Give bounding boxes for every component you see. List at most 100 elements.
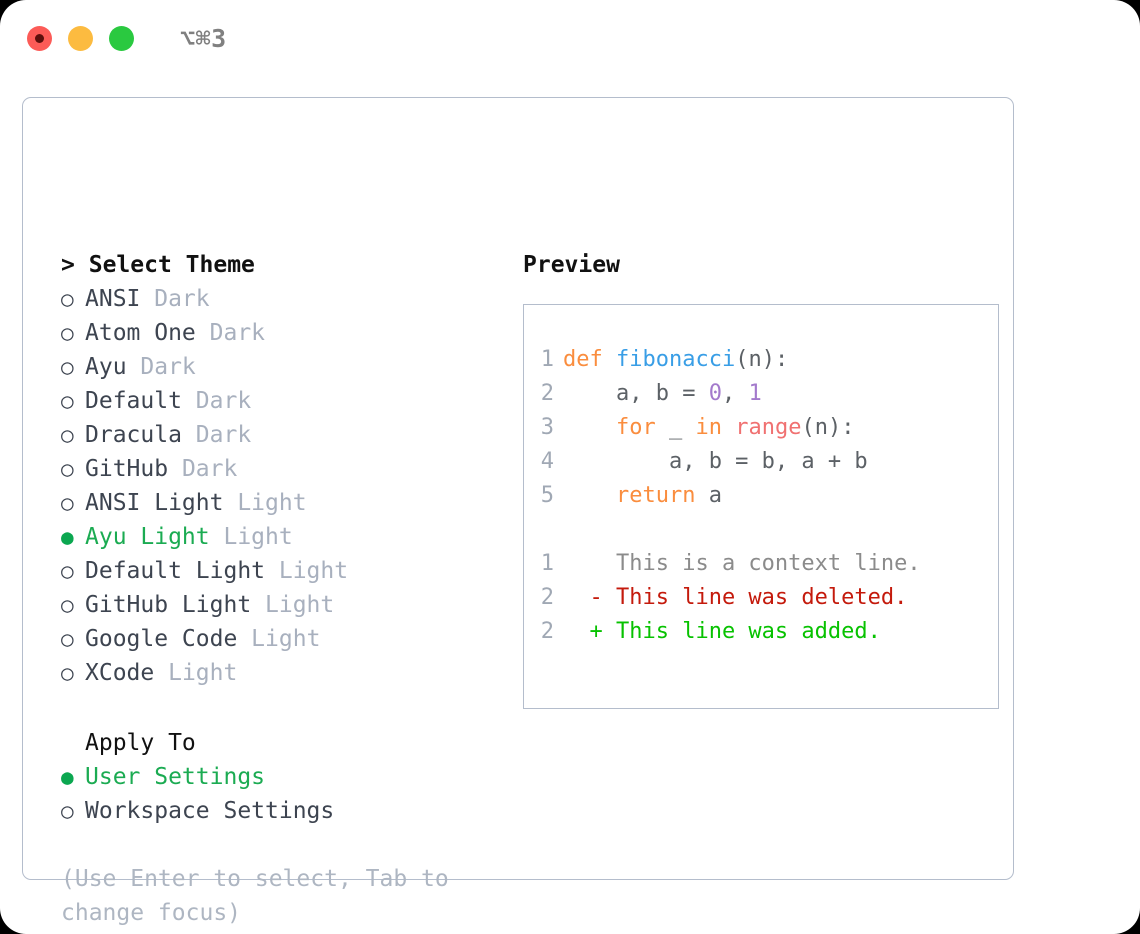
theme-option-default-light[interactable]: ○ Default Light Light: [61, 554, 491, 588]
radio-unselected-icon: ○: [61, 423, 74, 447]
radio-unselected-icon: ○: [61, 661, 74, 685]
theme-option-variant: Light: [265, 558, 349, 584]
diff-sample: 1 This is a context line.2 - This line w…: [540, 547, 998, 649]
theme-option-label: GitHub Light: [85, 592, 252, 618]
theme-option-label: Google Code: [85, 626, 238, 652]
code-line: 4 a, b = b, a + b: [540, 445, 998, 479]
radio-unselected-icon: ○: [61, 627, 74, 651]
theme-option-github-light[interactable]: ○GitHub Light Light: [61, 588, 491, 622]
section-spacer: [61, 690, 491, 726]
theme-selector-column: > Select Theme ○ANSI Dark○Atom One Dark○…: [61, 248, 491, 930]
apply-to-option-user-settings[interactable]: ● User Settings: [61, 760, 491, 794]
code-token: 0: [708, 381, 722, 406]
theme-option-label: Default Light: [85, 558, 266, 584]
diff-line-ctx: 1 This is a context line.: [540, 547, 998, 581]
apply-to-list: ● User Settings ○ Workspace Settings: [61, 760, 491, 828]
theme-option-variant: Dark: [181, 388, 252, 414]
radio-unselected-icon: ○: [61, 491, 74, 515]
theme-option-xcode[interactable]: ○XCode Light: [61, 656, 491, 690]
main-panel: > Select Theme ○ANSI Dark○Atom One Dark○…: [22, 97, 1014, 926]
code-line: 3 for _ in range(n):: [540, 411, 998, 445]
radio-selected-icon: ●: [61, 525, 74, 549]
line-number: 2: [540, 585, 554, 610]
theme-option-default[interactable]: ○Default Dark: [61, 384, 491, 418]
radio-selected-icon: ●: [61, 765, 74, 789]
theme-option-label: Ayu Light: [85, 524, 210, 550]
code-token: for: [615, 415, 656, 440]
code-token: [722, 415, 735, 440]
code-token: a, b =: [563, 381, 709, 406]
theme-option-variant: Dark: [181, 422, 252, 448]
code-token: in: [695, 415, 722, 440]
theme-option-label: Atom One: [85, 320, 196, 346]
theme-option-label: Dracula: [85, 422, 182, 448]
radio-unselected-icon: ○: [61, 593, 74, 617]
line-number: 2: [540, 381, 554, 406]
code-token: (n):: [735, 347, 789, 372]
code-token: ,: [721, 381, 749, 406]
minimize-window-icon[interactable]: [68, 25, 93, 51]
apply-to-option-label: User Settings: [85, 764, 266, 790]
select-theme-label: Select Theme: [88, 252, 255, 278]
window-title: ⌥⌘3: [180, 23, 227, 53]
radio-unselected-icon: ○: [61, 355, 74, 379]
code-token: [563, 415, 616, 440]
diff-line-add: 2 + This line was added.: [540, 615, 998, 649]
line-number: 1: [540, 551, 554, 576]
apply-to-option-workspace-settings[interactable]: ○ Workspace Settings: [61, 794, 491, 828]
radio-unselected-icon: ○: [61, 389, 74, 413]
radio-unselected-icon: ○: [61, 799, 74, 823]
theme-option-label: GitHub: [85, 456, 169, 482]
line-number: 2: [540, 619, 554, 644]
theme-option-variant: Light: [237, 626, 321, 652]
code-token: (n):: [801, 415, 855, 440]
select-theme-header: > Select Theme: [61, 248, 491, 282]
theme-option-ansi-light[interactable]: ○ANSI Light Light: [61, 486, 491, 520]
code-token: fibonacci: [616, 347, 736, 372]
theme-option-variant: Dark: [126, 354, 196, 380]
theme-option-label: ANSI: [85, 286, 141, 312]
theme-option-ayu[interactable]: ○ Ayu Dark: [61, 350, 491, 384]
maximize-window-icon[interactable]: [109, 25, 134, 51]
theme-option-label: Ayu: [85, 354, 127, 380]
keyboard-hint: (Use Enter to select, Tab to change focu…: [61, 866, 463, 926]
line-number: 5: [540, 483, 554, 508]
diff-text: This is a context line.: [615, 551, 921, 576]
theme-option-variant: Dark: [168, 456, 238, 482]
prompt-caret-icon: >: [61, 252, 75, 278]
code-token: 1: [748, 381, 762, 406]
theme-option-dracula[interactable]: ○ Dracula Dark: [61, 418, 491, 452]
traffic-lights: [27, 25, 134, 51]
close-window-icon[interactable]: [27, 25, 52, 51]
theme-option-ansi[interactable]: ○ANSI Dark: [61, 282, 491, 316]
code-token: [603, 347, 616, 372]
theme-option-google-code[interactable]: ○ Google Code Light: [61, 622, 491, 656]
theme-option-ayu-light[interactable]: ● Ayu Light Light: [61, 520, 491, 554]
apply-to-option-label: Workspace Settings: [85, 798, 335, 824]
preview-gap: [540, 513, 998, 547]
diff-text: This line was deleted.: [615, 585, 908, 610]
code-token: return: [615, 483, 696, 508]
radio-unselected-icon: ○: [61, 321, 74, 345]
code-token: [563, 483, 616, 508]
diff-marker: +: [563, 619, 616, 644]
line-number: 1: [540, 347, 554, 372]
code-token: _: [655, 415, 696, 440]
radio-unselected-icon: ○: [61, 287, 74, 311]
theme-option-variant: Light: [209, 524, 293, 550]
theme-option-variant: Dark: [195, 320, 266, 346]
diff-line-del: 2 - This line was deleted.: [540, 581, 998, 615]
diff-marker: [563, 551, 616, 576]
radio-unselected-icon: ○: [61, 559, 74, 583]
diff-text: This line was added.: [615, 619, 881, 644]
theme-option-atom-one[interactable]: ○ Atom One Dark: [61, 316, 491, 350]
theme-option-github[interactable]: ○GitHub Dark: [61, 452, 491, 486]
code-token: a, b = b, a + b: [563, 449, 868, 474]
diff-marker: -: [563, 585, 616, 610]
preview-title: Preview: [523, 252, 620, 278]
theme-option-variant: Light: [223, 490, 307, 516]
theme-option-variant: Light: [154, 660, 238, 686]
